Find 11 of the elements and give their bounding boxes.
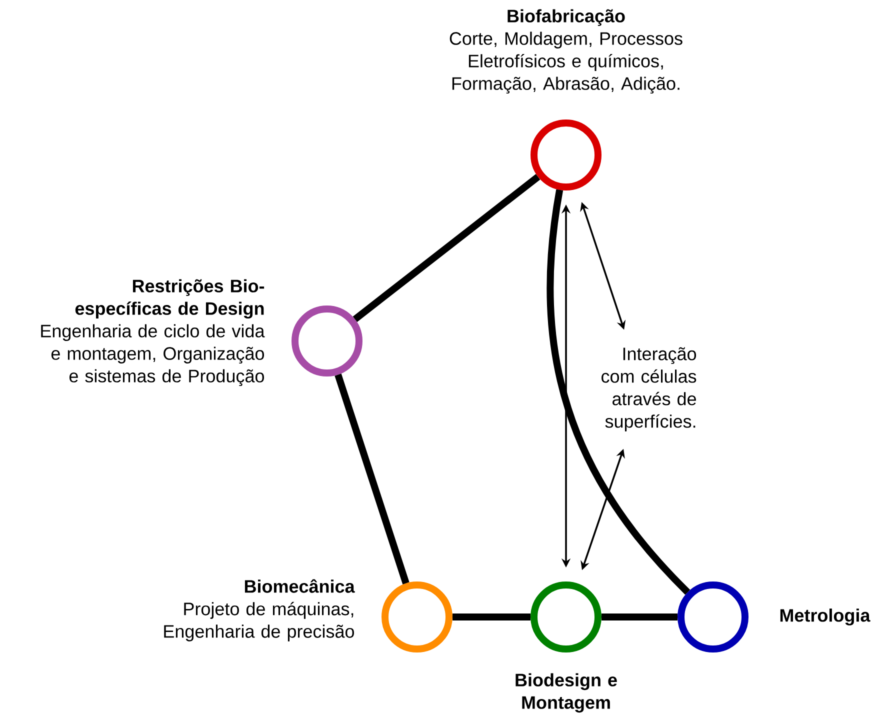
- node-label: Biodesign e Montagem: [516, 673, 617, 713]
- node-label: Metrologia: [780, 608, 870, 626]
- node-label: Biofabricação Corte, Moldagem, Processos Eletrofísicos e químicos, Formação, Abrasão, Adição.: [450, 9, 682, 94]
- annotation-text: Interação com células através de superfícies.: [602, 347, 696, 432]
- connector-line: [352, 174, 540, 322]
- connector-line: [334, 374, 410, 584]
- connector-line: [452, 614, 530, 620]
- connector-line: [547, 189, 690, 595]
- node-label: Restrições Bio-específicas de Design Engenharia de ciclo de vida e montagem, Organização e sistemas de Produção: [41, 279, 265, 386]
- node-label: Biomecânica Projeto de máquinas, Engenharia de precisão: [164, 579, 355, 642]
- connector-line: [602, 614, 678, 620]
